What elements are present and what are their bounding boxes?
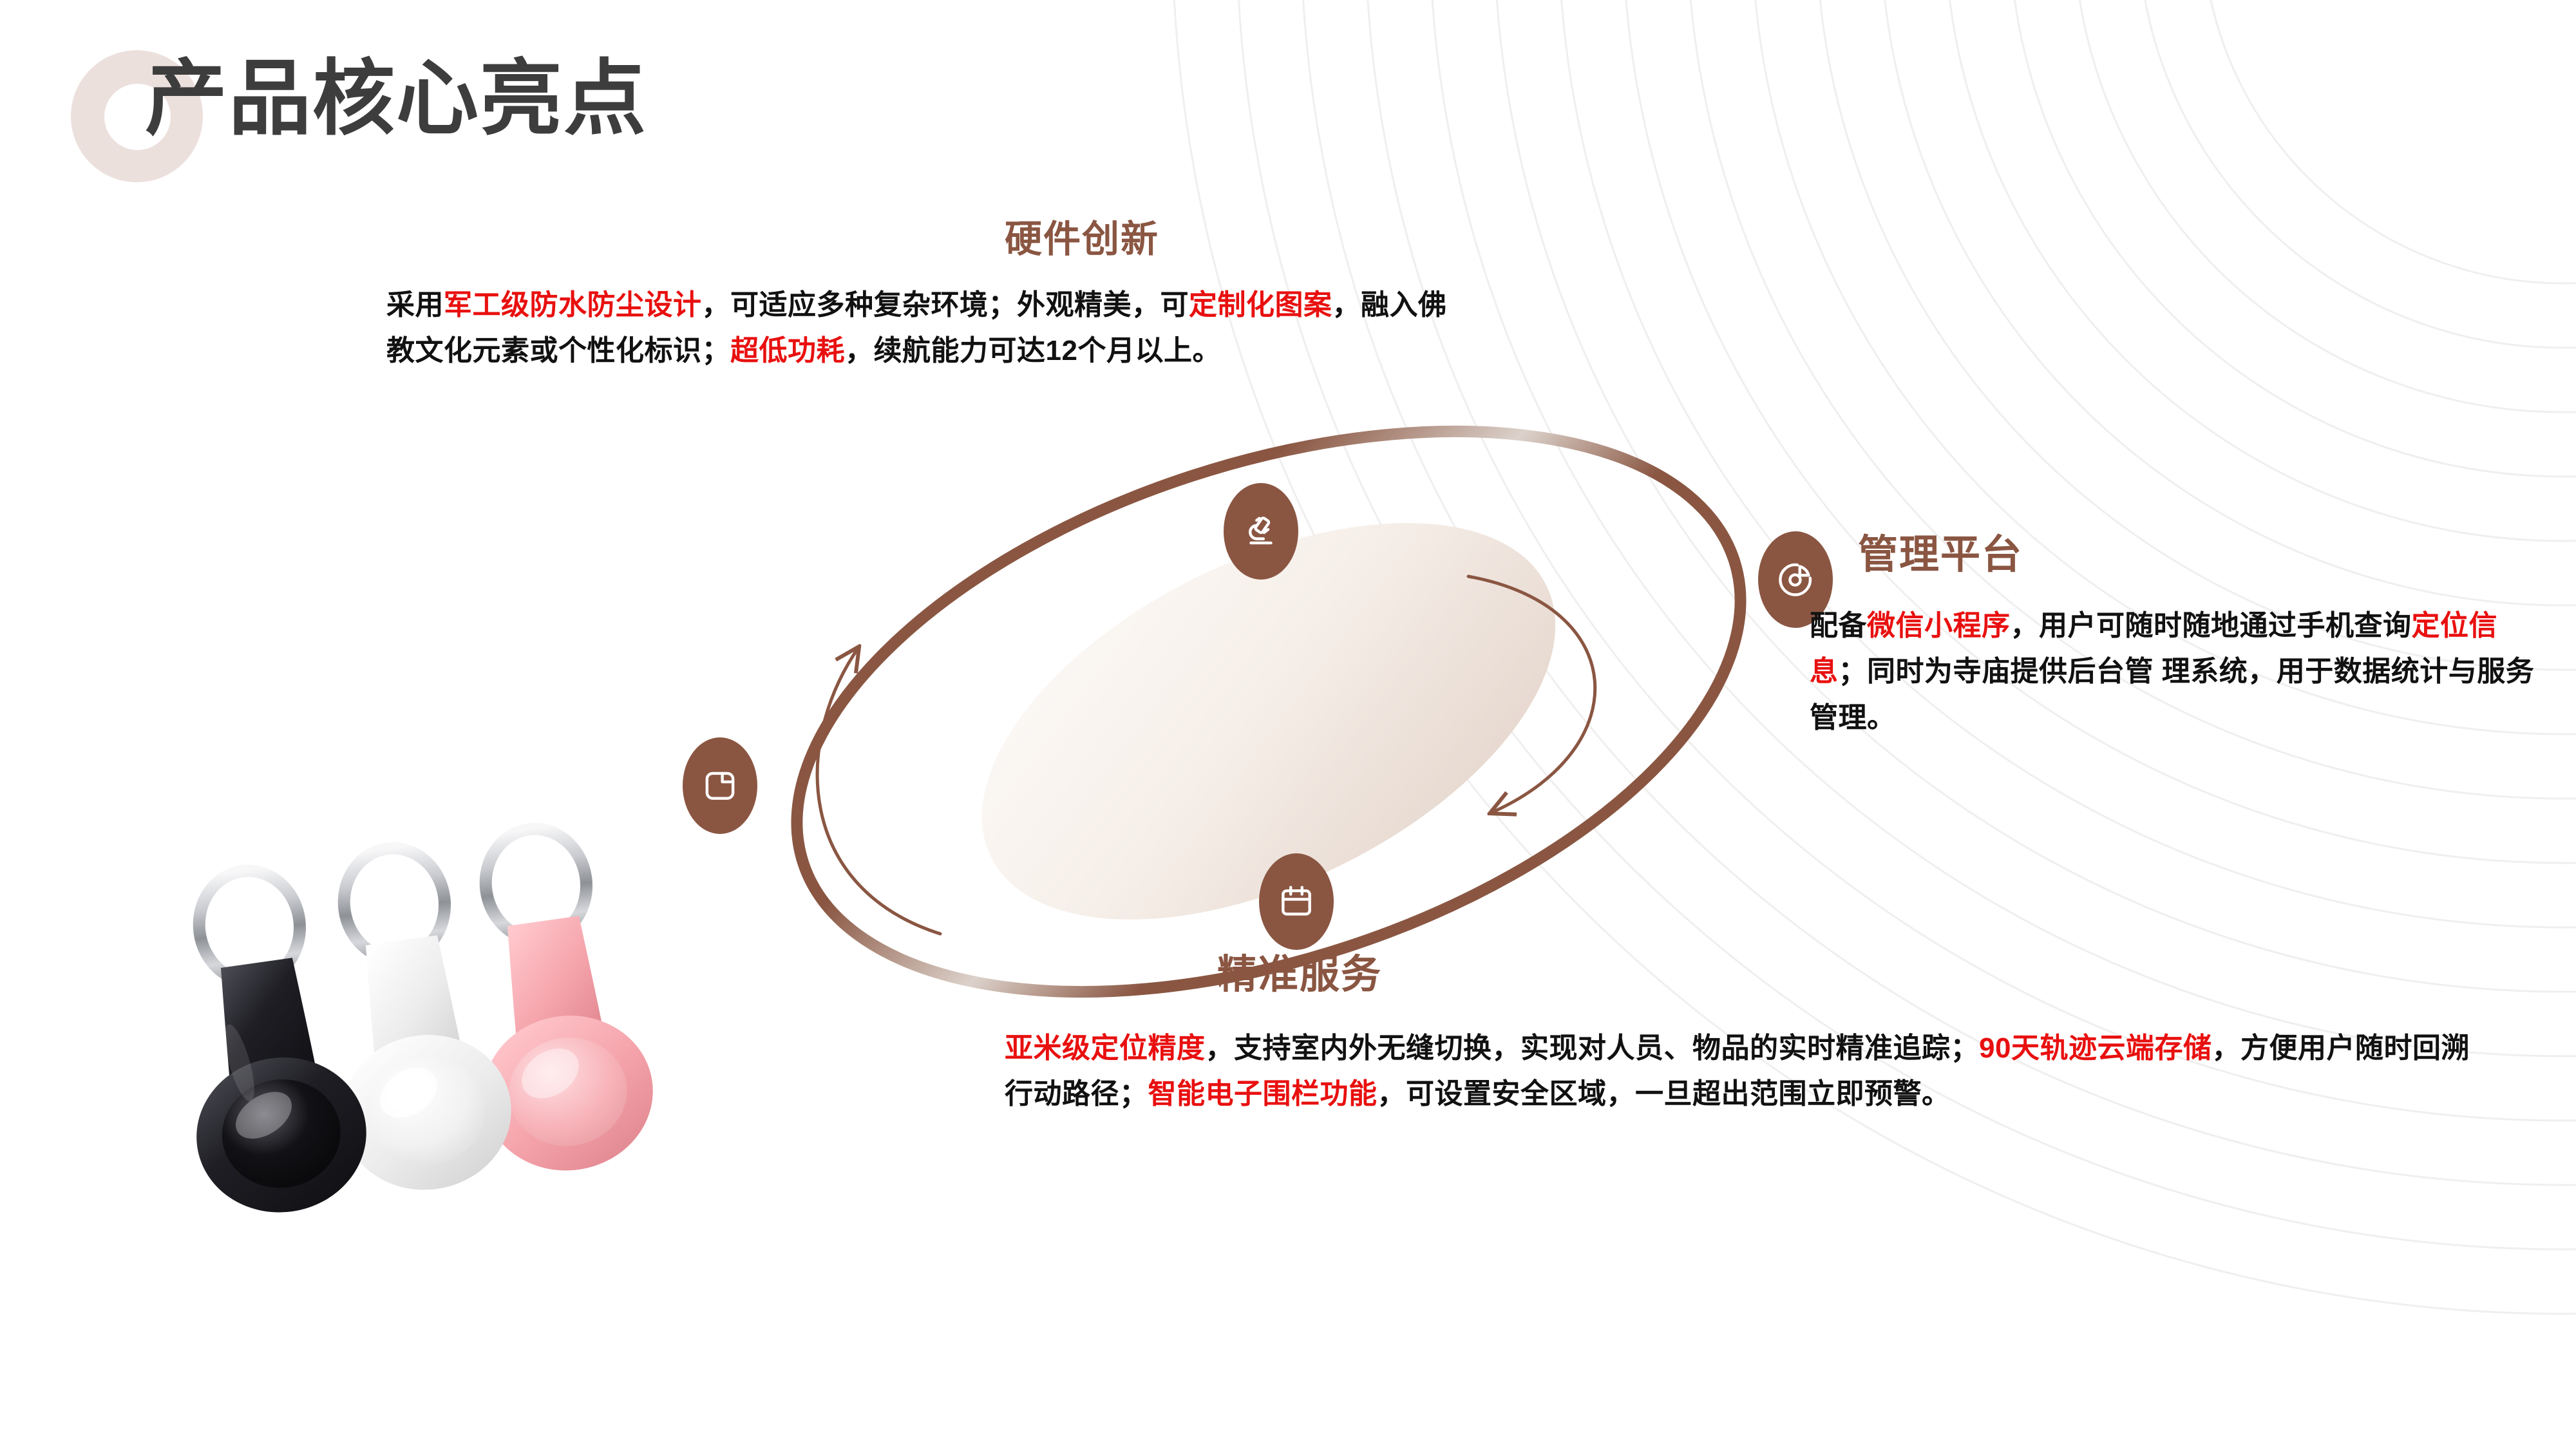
folder-icon bbox=[683, 737, 757, 834]
highlight-text: 定制化图案 bbox=[1189, 289, 1332, 321]
body-text-run: ；同时为寺庙提供后台管 理系统，用于数据统计与服务管理。 bbox=[1810, 656, 2535, 734]
highlight-text: 90天轨迹云端存储 bbox=[1979, 1032, 2212, 1065]
section-service-heading: 精准服务 bbox=[1217, 952, 1383, 997]
orbit-node-platform[interactable] bbox=[1758, 531, 1833, 628]
orbit-node-service[interactable] bbox=[1259, 853, 1334, 950]
pink-tracker bbox=[479, 822, 653, 1171]
section-platform-heading: 管理平台 bbox=[1858, 533, 2023, 577]
body-text-run: ，融入佛教文化元素或个性化标识； bbox=[386, 289, 1447, 367]
body-text-run: ，支持室内外无缝切换，实现对人员、物品的实时精准追踪； bbox=[1205, 1032, 1979, 1065]
body-text-run: ，可设置安全区域，一旦超出范围立即预警。 bbox=[1377, 1078, 1951, 1110]
section-hardware-heading: 硬件创新 bbox=[1005, 218, 1160, 260]
inner-arrow-right bbox=[1466, 574, 1597, 811]
section-hardware: 硬件创新 采用军工级防水防尘设计，可适应多种复杂环境；外观精美，可定制化图案，融… bbox=[386, 219, 1481, 374]
pie-chart-icon bbox=[1758, 531, 1833, 628]
section-hardware-body: 采用军工级防水防尘设计，可适应多种复杂环境；外观精美，可定制化图案，融入佛教文化… bbox=[386, 282, 1468, 374]
white-tracker bbox=[337, 842, 511, 1190]
section-platform-body: 配备微信小程序，用户可随时随地通过手机查询定位信息；同时为寺庙提供后台管 理系统… bbox=[1810, 603, 2537, 741]
microscope-icon bbox=[1224, 483, 1298, 580]
product-photo-keychain-trackers bbox=[135, 818, 728, 1327]
orbit-diagram bbox=[644, 425, 1893, 998]
highlight-text: 智能电子围栏功能 bbox=[1148, 1078, 1378, 1110]
section-platform: 管理平台 配备微信小程序，用户可随时随地通过手机查询定位信息；同时为寺庙提供后台… bbox=[1810, 533, 2570, 741]
body-text-run: ，方便用户随时回溯行动路径； bbox=[1005, 1032, 2470, 1110]
highlight-text: 超低功耗 bbox=[730, 335, 845, 367]
section-service-body: 亚米级定位精度，支持室内外无缝切换，实现对人员、物品的实时精准追踪；90天轨迹云… bbox=[1005, 1025, 2473, 1117]
body-text-run: ，可适应多种复杂环境；外观精美，可 bbox=[701, 289, 1189, 321]
core-ellipse bbox=[981, 523, 1556, 920]
body-text-run: ，用户可随时随地通过手机查询 bbox=[2010, 610, 2412, 642]
title-ring-decoration bbox=[71, 50, 203, 182]
highlight-text: 军工级防水防尘设计 bbox=[444, 289, 702, 321]
calendar-icon bbox=[1259, 853, 1334, 950]
page-header: 产品核心亮点 bbox=[0, 0, 902, 206]
highlight-text: 亚米级定位精度 bbox=[1005, 1032, 1206, 1065]
body-text-run: ，续航能力可达12个月以上。 bbox=[845, 335, 1221, 367]
highlight-text: 定位信息 bbox=[1810, 610, 2497, 688]
highlight-text: 微信小程序 bbox=[1867, 610, 2011, 642]
body-text-run: 配备 bbox=[1810, 610, 1867, 642]
page-title: 产品核心亮点 bbox=[145, 53, 648, 145]
black-tracker bbox=[193, 864, 366, 1213]
orbit-node-hardware[interactable] bbox=[1224, 483, 1298, 580]
orbit-node-device[interactable] bbox=[683, 737, 757, 834]
orbit-ring bbox=[791, 425, 1747, 998]
body-text-run: 采用 bbox=[386, 289, 444, 321]
section-service: 精准服务 亚米级定位精度，支持室内外无缝切换，实现对人员、物品的实时精准追踪；9… bbox=[1005, 952, 2486, 1117]
inner-arrow-left bbox=[815, 650, 942, 936]
